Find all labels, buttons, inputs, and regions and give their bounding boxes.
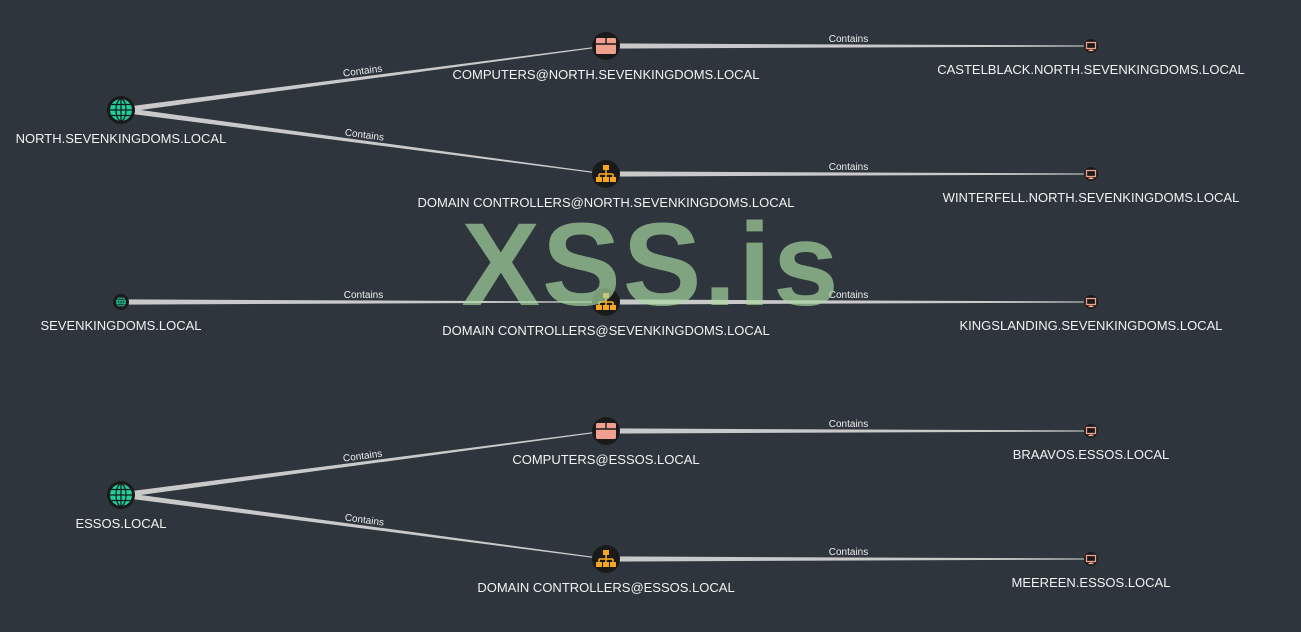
node-domain[interactable]: NORTH.SEVENKINGDOMS.LOCAL [16, 96, 227, 146]
nodes-layer: NORTH.SEVENKINGDOMS.LOCAL COMPUTERS@NORTH… [16, 32, 1245, 595]
edge-line[interactable] [121, 299, 606, 305]
edge-contains[interactable]: Contains [120, 430, 607, 498]
edge-line[interactable] [606, 556, 1091, 562]
node-container[interactable]: COMPUTERS@ESSOS.LOCAL [512, 417, 700, 467]
watermark-text: XSS.is [461, 199, 840, 331]
globe-icon [110, 483, 132, 507]
edge-line[interactable] [606, 171, 1091, 177]
edge-label: Contains [829, 419, 868, 430]
box-icon [596, 423, 616, 439]
node-label: KINGSLANDING.SEVENKINGDOMS.LOCAL [960, 318, 1223, 333]
node-ou[interactable]: DOMAIN CONTROLLERS@SEVENKINGDOMS.LOCAL [442, 288, 770, 338]
node-label: BRAAVOS.ESSOS.LOCAL [1013, 447, 1170, 462]
edge-label: Contains [344, 513, 385, 529]
edge-label: Contains [342, 64, 383, 80]
edge-label: Contains [829, 290, 868, 301]
node-ou[interactable]: DOMAIN CONTROLLERS@ESSOS.LOCAL [477, 545, 735, 595]
node-computer[interactable]: WINTERFELL.NORTH.SEVENKINGDOMS.LOCAL [943, 167, 1240, 205]
node-ou[interactable]: DOMAIN CONTROLLERS@NORTH.SEVENKINGDOMS.L… [417, 160, 795, 210]
edge-label: Contains [344, 128, 385, 144]
edge-contains[interactable]: Contains [121, 290, 606, 305]
node-computer[interactable]: BRAAVOS.ESSOS.LOCAL [1013, 424, 1170, 462]
node-computer[interactable]: MEEREEN.ESSOS.LOCAL [1012, 552, 1171, 590]
globe-icon [116, 296, 126, 308]
edge-contains[interactable]: Contains [606, 290, 1091, 305]
monitor-icon [1085, 41, 1097, 52]
edge-label: Contains [829, 34, 868, 45]
monitor-icon [1085, 554, 1097, 565]
edge-contains[interactable]: Contains [606, 419, 1091, 434]
node-domain[interactable]: SEVENKINGDOMS.LOCAL [40, 294, 202, 333]
node-label: MEEREEN.ESSOS.LOCAL [1012, 575, 1171, 590]
box-icon [596, 38, 616, 54]
node-label: COMPUTERS@ESSOS.LOCAL [512, 452, 699, 467]
edge-line[interactable] [120, 430, 607, 498]
globe-icon [110, 98, 132, 122]
edge-label: Contains [829, 547, 868, 558]
sitemap-icon [596, 293, 616, 310]
edge-contains[interactable]: Contains [120, 45, 607, 113]
monitor-icon [1085, 297, 1097, 308]
node-domain[interactable]: ESSOS.LOCAL [75, 481, 167, 531]
sitemap-icon [596, 165, 616, 182]
edge-line[interactable] [120, 45, 607, 113]
node-label: DOMAIN CONTROLLERS@NORTH.SEVENKINGDOMS.L… [417, 195, 794, 210]
node-label: ESSOS.LOCAL [75, 516, 166, 531]
node-label: COMPUTERS@NORTH.SEVENKINGDOMS.LOCAL [453, 67, 760, 82]
edge-label: Contains [344, 290, 383, 301]
sitemap-icon [596, 550, 616, 567]
edge-line[interactable] [606, 299, 1091, 305]
edge-line[interactable] [120, 107, 607, 175]
edge-line[interactable] [606, 428, 1091, 434]
node-computer[interactable]: CASTELBLACK.NORTH.SEVENKINGDOMS.LOCAL [937, 39, 1245, 77]
edge-contains[interactable]: Contains [606, 34, 1091, 49]
edges-layer: ContainsContainsContainsContainsContains… [120, 34, 1091, 562]
edge-contains[interactable]: Contains [606, 162, 1091, 177]
node-computer[interactable]: KINGSLANDING.SEVENKINGDOMS.LOCAL [960, 295, 1223, 333]
node-label: NORTH.SEVENKINGDOMS.LOCAL [16, 131, 227, 146]
node-label: WINTERFELL.NORTH.SEVENKINGDOMS.LOCAL [943, 190, 1240, 205]
edge-line[interactable] [120, 492, 607, 560]
monitor-icon [1085, 426, 1097, 437]
edge-label: Contains [829, 162, 868, 173]
node-container[interactable]: COMPUTERS@NORTH.SEVENKINGDOMS.LOCAL [453, 32, 760, 82]
node-label: DOMAIN CONTROLLERS@SEVENKINGDOMS.LOCAL [442, 323, 769, 338]
node-label: SEVENKINGDOMS.LOCAL [40, 318, 201, 333]
edge-label: Contains [342, 449, 383, 465]
node-label: DOMAIN CONTROLLERS@ESSOS.LOCAL [477, 580, 734, 595]
monitor-icon [1085, 169, 1097, 180]
edge-line[interactable] [606, 43, 1091, 49]
edge-contains[interactable]: Contains [606, 547, 1091, 562]
edge-contains[interactable]: Contains [120, 492, 607, 560]
edge-contains[interactable]: Contains [120, 107, 607, 175]
node-label: CASTELBLACK.NORTH.SEVENKINGDOMS.LOCAL [937, 62, 1245, 77]
